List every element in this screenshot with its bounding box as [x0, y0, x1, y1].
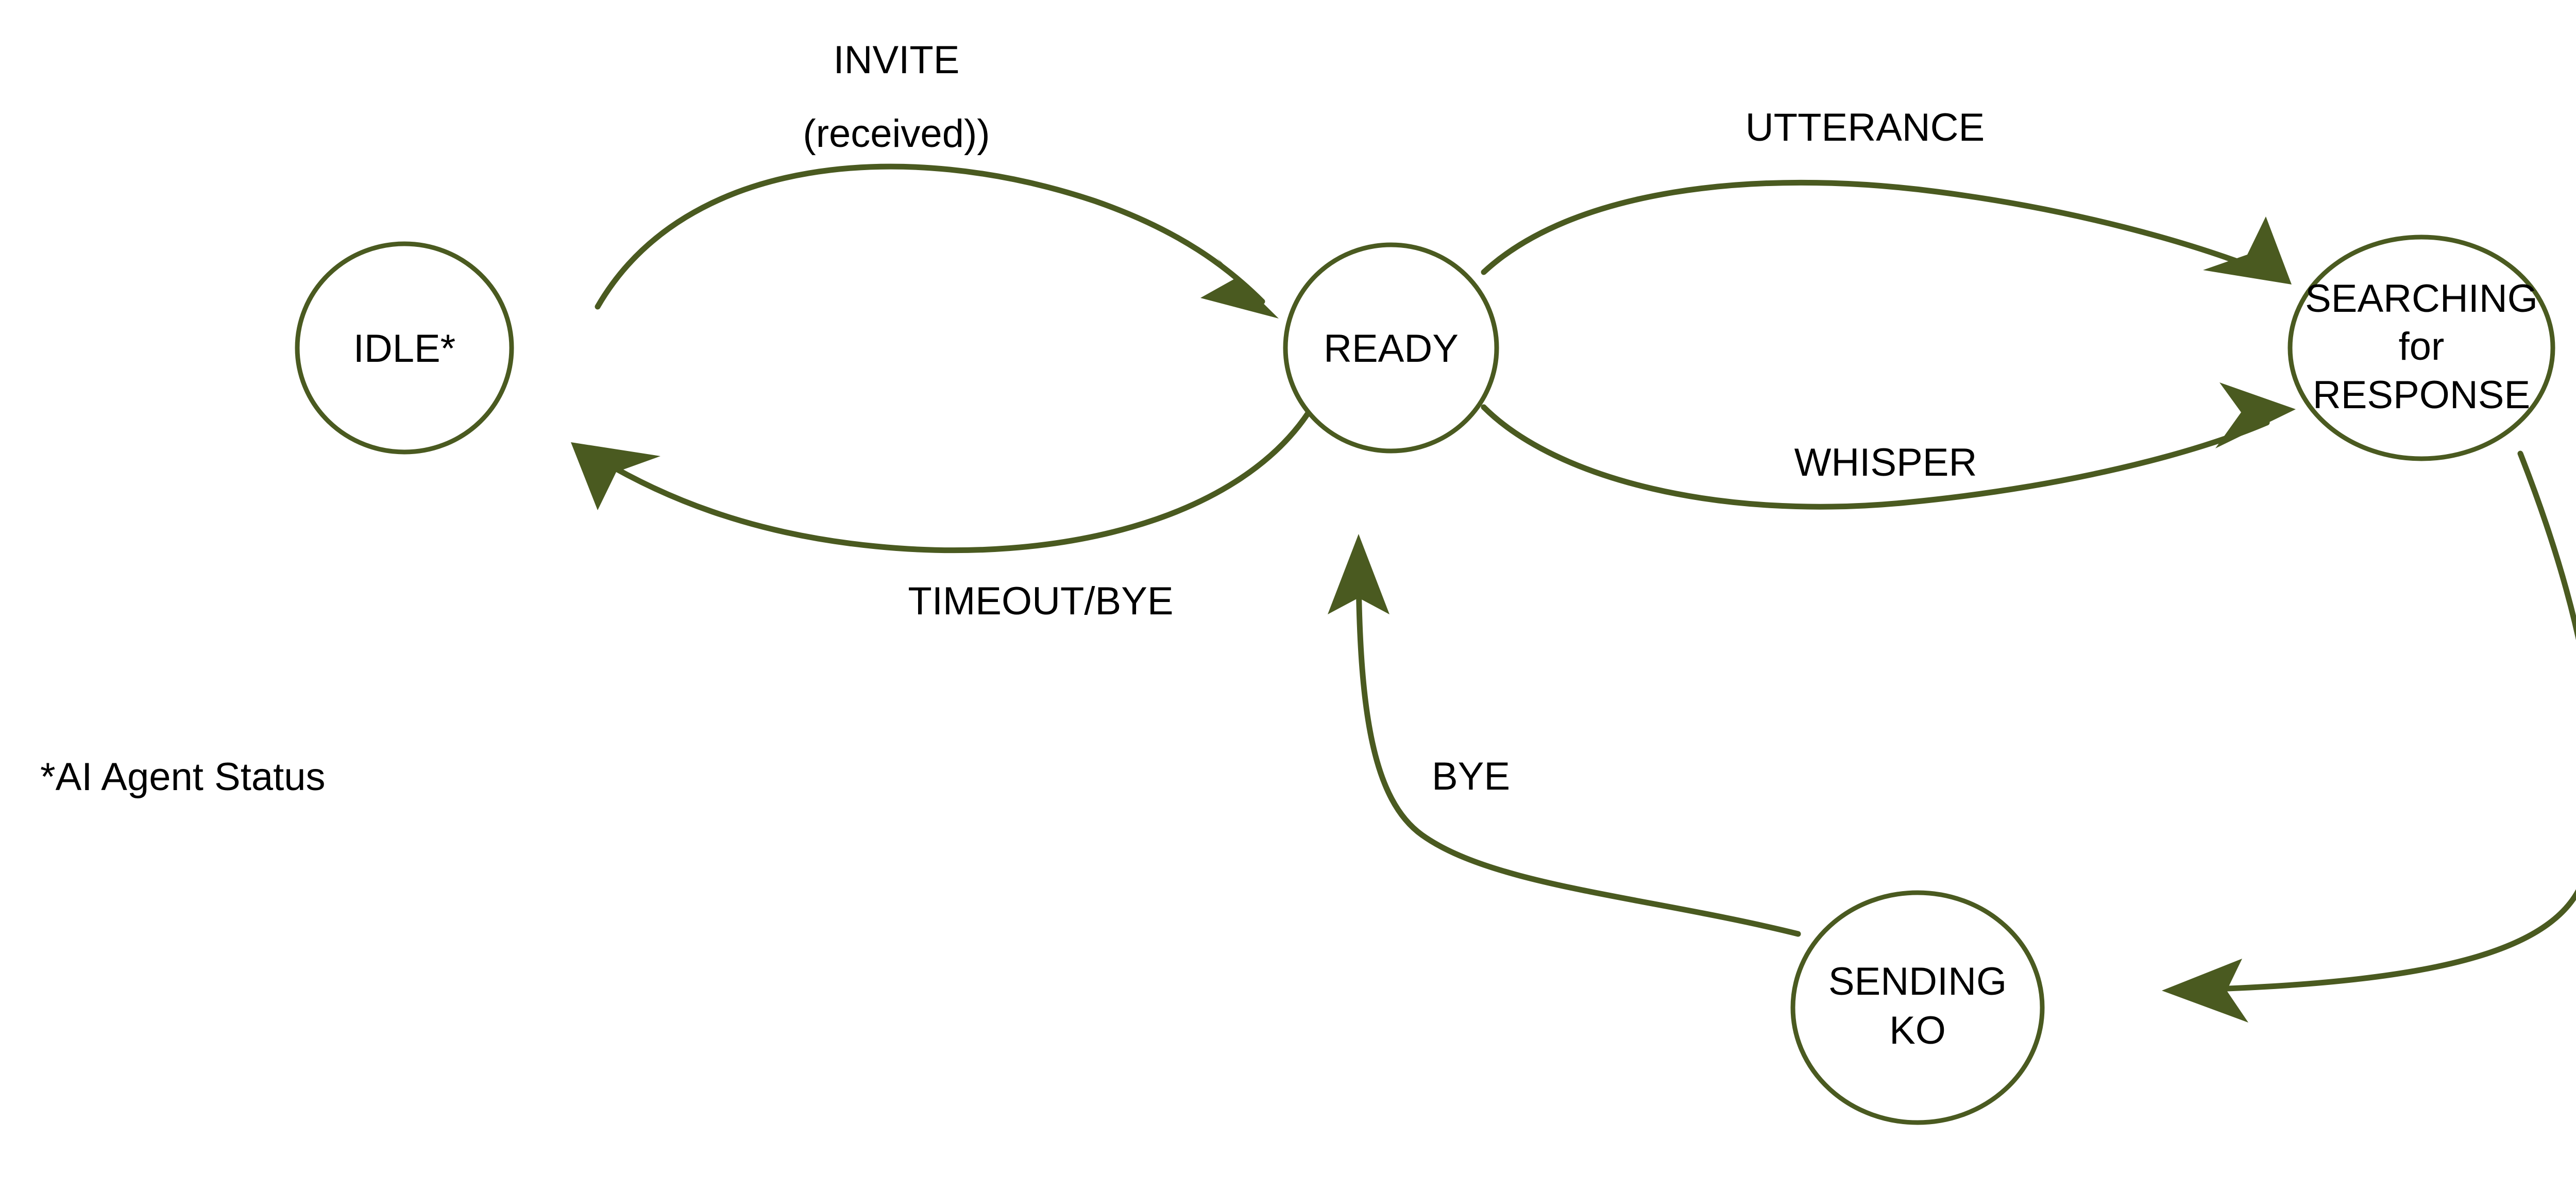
- node-sending-ko[interactable]: SENDING KO: [1790, 890, 2045, 1125]
- node-shape-searching: [2287, 235, 2555, 461]
- edge-label-invite-line2: (received)): [803, 112, 990, 156]
- edge-path-idle-to-ready: [595, 163, 1265, 310]
- edge-label-timeout-bye-line1: TIMEOUT/BYE: [908, 579, 1173, 623]
- edge-label-bye: BYE: [1432, 755, 1510, 798]
- arrowhead-idle-to-ready: [1200, 258, 1279, 319]
- edge-label-bye-line1: BYE: [1432, 755, 1510, 798]
- edge-label-invite-line1: INVITE: [834, 38, 960, 82]
- node-label-idle: IDLE*: [353, 327, 456, 371]
- edge-idle-to-ready[interactable]: [595, 163, 1279, 319]
- edge-ready-to-searching-whisper[interactable]: [1481, 382, 2296, 510]
- node-shape-idle: [295, 241, 514, 455]
- edge-label-timeout-bye: TIMEOUT/BYE: [908, 579, 1173, 623]
- node-ready[interactable]: READY: [1283, 242, 1499, 454]
- node-label-ready: READY: [1324, 327, 1459, 371]
- node-shape-ready: [1283, 242, 1499, 454]
- node-label-sending-ko-line1: SENDING: [1828, 960, 2007, 1003]
- arrowhead-timeout-lookup-ko: [2162, 959, 2248, 1023]
- legend-label-text: *AI Agent Status: [40, 755, 326, 799]
- node-label-searching-line3: RESPONSE: [2313, 373, 2530, 417]
- edge-sending-ko-to-ready[interactable]: [1328, 534, 1801, 937]
- edge-label-utterance-line1: UTTERANCE: [1745, 106, 1985, 149]
- edge-label-utterance: UTTERANCE: [1745, 106, 1985, 149]
- edge-path-utterance: [1481, 179, 2265, 275]
- edge-label-invite: INVITE (received)): [803, 38, 990, 156]
- edge-searching-to-sending-ko[interactable]: [2162, 450, 2576, 1023]
- edge-path-whisper: [1481, 404, 2270, 510]
- edge-path-bye: [1355, 574, 1801, 937]
- edge-path-timeout-lookup-ko: [2196, 450, 2576, 993]
- node-idle[interactable]: IDLE*: [295, 241, 514, 455]
- node-label-searching-line2: for: [2399, 325, 2445, 369]
- edge-ready-to-searching-utterance[interactable]: [1481, 179, 2292, 285]
- node-searching[interactable]: SEARCHING for RESPONSE: [2287, 235, 2555, 461]
- edge-ready-to-idle[interactable]: [571, 409, 1312, 554]
- arrowhead-utterance: [2203, 216, 2292, 285]
- node-shape-sending-ko: [1790, 890, 2045, 1125]
- edge-path-ready-to-idle: [597, 409, 1312, 554]
- legend-ai-agent-status: *AI Agent Status: [40, 755, 326, 799]
- edge-label-whisper: WHISPER: [1794, 441, 1977, 484]
- arrowhead-whisper: [2215, 382, 2296, 448]
- node-label-searching-line1: SEARCHING: [2305, 277, 2538, 321]
- arrowhead-bye: [1328, 534, 1389, 614]
- edge-label-whisper-line1: WHISPER: [1794, 441, 1977, 484]
- arrowhead-ready-to-idle: [571, 442, 660, 510]
- node-label-sending-ko-line2: KO: [1889, 1009, 1946, 1052]
